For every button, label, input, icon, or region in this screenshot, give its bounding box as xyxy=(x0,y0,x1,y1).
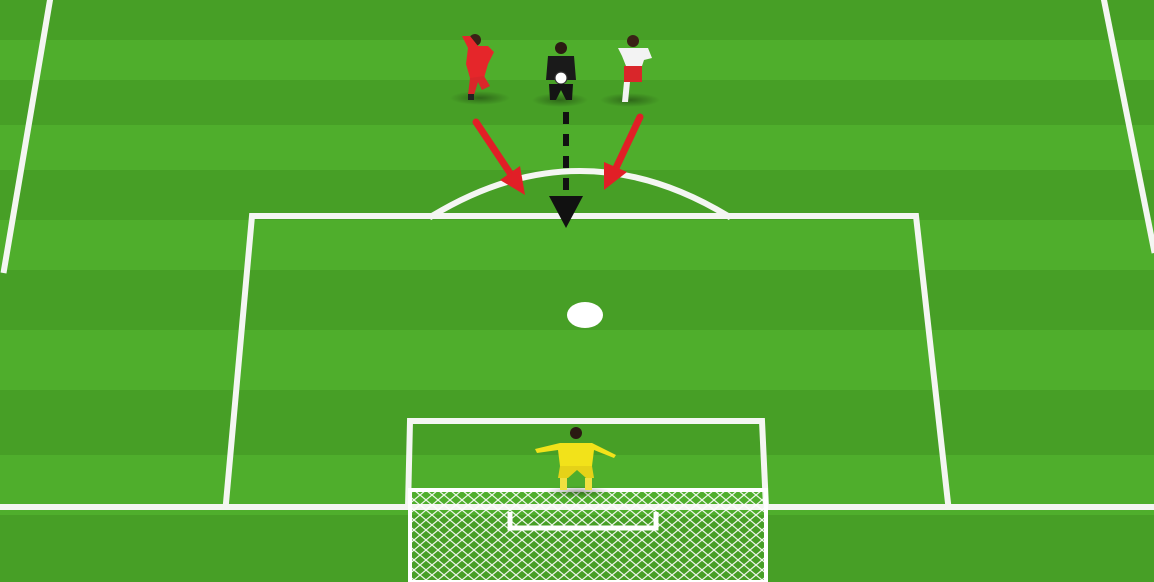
penalty-spot xyxy=(567,302,603,328)
goal-net xyxy=(410,490,766,582)
ball-icon xyxy=(555,72,567,84)
